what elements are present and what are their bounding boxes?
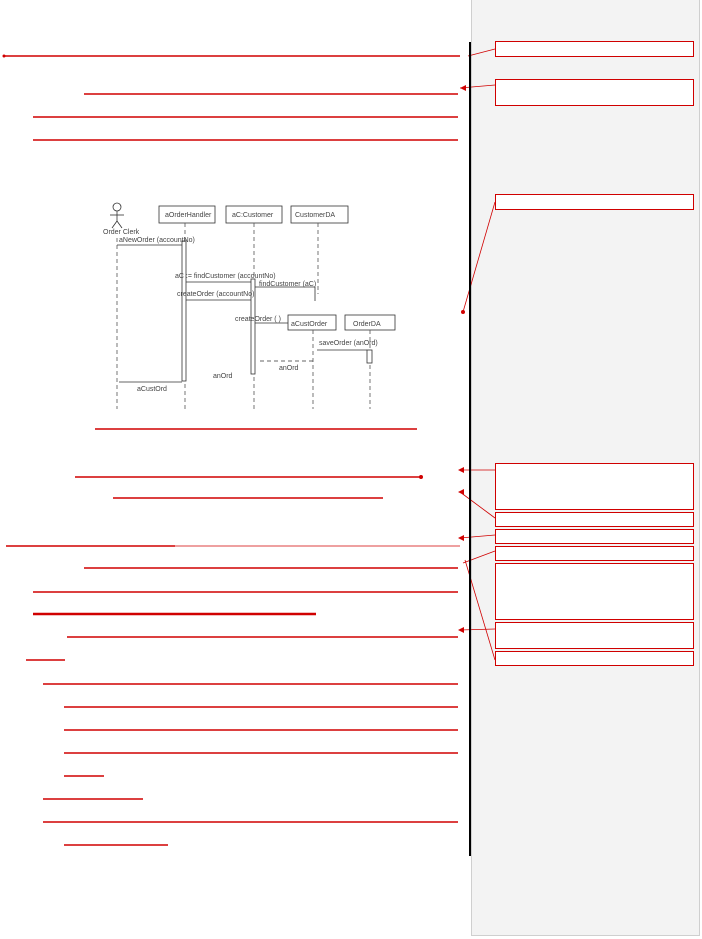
message-label: aC := findCustomer (accountNo) (175, 273, 276, 280)
message-arrow (255, 286, 316, 301)
anchor-mark (458, 627, 464, 633)
anchor-marks (2, 54, 466, 633)
sequence-diagram: Order Clerk aOrderHandler aC:Customer Cu… (103, 202, 396, 409)
object-box (290, 205, 349, 224)
revision-balloon[interactable] (495, 41, 694, 57)
revision-balloon[interactable] (495, 529, 694, 544)
object-label: OrderDA (353, 321, 381, 328)
change-bar (469, 42, 471, 856)
anchor-mark (458, 489, 464, 495)
activation-bar (250, 278, 256, 375)
revision-balloon[interactable] (495, 563, 694, 620)
anchor-mark (458, 467, 464, 473)
message-label: anOrd (213, 373, 233, 380)
actor-label: Order Clerk (103, 229, 140, 236)
object-box (287, 314, 337, 331)
activation-bar (181, 240, 187, 382)
revision-balloon[interactable] (495, 622, 694, 649)
revision-balloon[interactable] (495, 463, 694, 510)
object-label: CustomerDA (295, 212, 335, 219)
anchor-mark (458, 535, 464, 541)
message-label: saveOrder (anOrd) (319, 340, 378, 347)
anchor-mark (461, 310, 465, 314)
connector-line (459, 534, 496, 539)
actor-icon (110, 202, 124, 229)
object-label: aC:Customer (232, 212, 274, 219)
revision-balloon[interactable] (495, 79, 694, 106)
connector-line (459, 628, 496, 631)
message-label: createOrder ( ) (235, 316, 281, 323)
message-label: aNewOrder (accountNo) (119, 237, 195, 244)
connector-line (467, 48, 496, 57)
connector-line (462, 201, 496, 313)
object-label: aOrderHandler (165, 212, 212, 219)
revision-balloon[interactable] (495, 546, 694, 561)
object-box (158, 205, 216, 224)
object-label: aCustOrder (291, 321, 328, 328)
anchor-mark (2, 54, 6, 58)
message-label: aCustOrd (137, 386, 167, 393)
message-label: createOrder (accountNo) (177, 291, 254, 298)
activation-bar (366, 349, 373, 364)
anchor-mark (419, 475, 423, 479)
balloon-connectors (459, 48, 496, 661)
revision-lines (4, 55, 460, 846)
object-boxes (158, 205, 396, 331)
message-arrows (117, 244, 367, 383)
activations (181, 240, 373, 382)
message-label: anOrd (279, 365, 299, 372)
anchor-mark (460, 85, 466, 91)
revision-balloon[interactable] (495, 512, 694, 527)
connector-line (462, 550, 496, 564)
revision-balloon[interactable] (495, 194, 694, 210)
message-label: findCustomer (aC) (259, 281, 316, 288)
revision-balloon[interactable] (495, 651, 694, 666)
connector-line (459, 491, 496, 519)
